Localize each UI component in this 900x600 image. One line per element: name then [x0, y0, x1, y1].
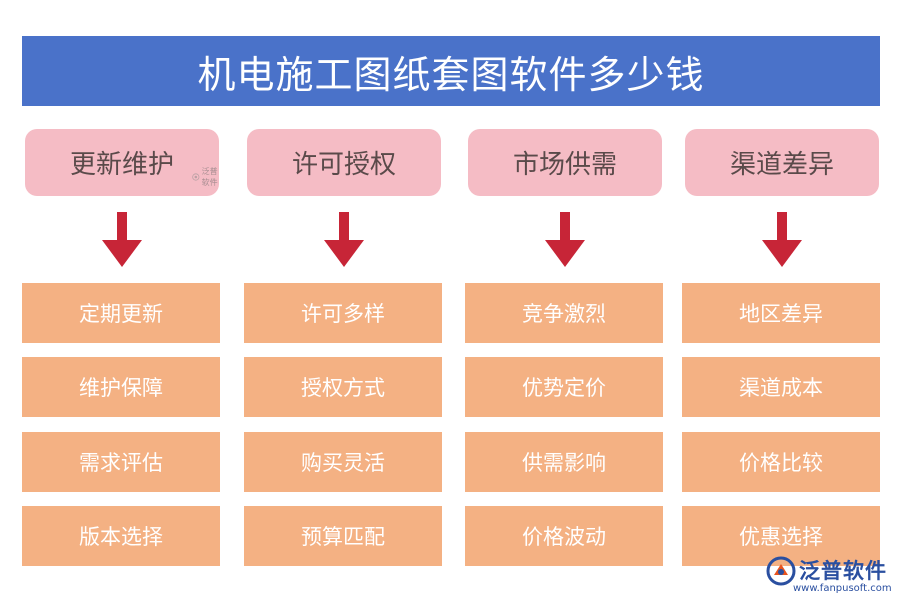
category-box: 许可授权: [247, 129, 441, 196]
item-label: 需求评估: [79, 451, 163, 475]
item-box: 价格波动: [465, 506, 663, 566]
item-box: 版本选择: [22, 506, 220, 566]
item-label: 渠道成本: [739, 376, 823, 400]
watermark-logo-icon: [192, 173, 200, 181]
item-box: 价格比较: [682, 432, 880, 492]
category-label: 更新维护: [69, 150, 174, 180]
column-channel-difference: 渠道差异 地区差异 渠道成本 价格比较 优惠选择: [682, 0, 882, 600]
item-box: 授权方式: [244, 357, 442, 417]
brand-logo: 泛普软件 www.fanpusoft.com: [765, 553, 895, 597]
item-label: 授权方式: [301, 376, 385, 400]
item-label: 竞争激烈: [522, 302, 606, 326]
item-box: 许可多样: [244, 283, 442, 343]
page-title: 机电施工图纸套图软件多少钱: [197, 52, 705, 97]
item-label: 维护保障: [79, 376, 163, 400]
item-label: 定期更新: [79, 302, 163, 326]
item-box: 优惠选择: [682, 506, 880, 566]
item-label: 许可多样: [301, 302, 385, 326]
down-arrow-icon: [324, 212, 364, 267]
item-label: 供需影响: [522, 451, 606, 475]
down-arrow-icon: [762, 212, 802, 267]
item-label: 地区差异: [739, 302, 823, 326]
category-label: 市场供需: [512, 150, 617, 180]
item-label: 预算匹配: [301, 525, 385, 549]
category-box: 更新维护: [25, 129, 219, 196]
item-label: 优势定价: [522, 376, 606, 400]
item-box: 预算匹配: [244, 506, 442, 566]
item-box: 购买灵活: [244, 432, 442, 492]
item-box: 维护保障: [22, 357, 220, 417]
column-market-supply-demand: 市场供需 竞争激烈 优势定价 供需影响 价格波动: [465, 0, 665, 600]
item-box: 定期更新: [22, 283, 220, 343]
item-box: 竞争激烈: [465, 283, 663, 343]
category-box: 市场供需: [468, 129, 662, 196]
item-label: 购买灵活: [301, 451, 385, 475]
item-label: 版本选择: [79, 525, 163, 549]
item-box: 供需影响: [465, 432, 663, 492]
down-arrow-icon: [102, 212, 142, 267]
brand-logo-text: 泛普软件: [799, 559, 887, 583]
column-license-authorization: 许可授权 许可多样 授权方式 购买灵活 预算匹配: [244, 0, 444, 600]
mini-watermark-text: 泛普软件: [201, 167, 218, 187]
item-label: 价格波动: [522, 525, 606, 549]
item-label: 优惠选择: [739, 525, 823, 549]
item-box: 需求评估: [22, 432, 220, 492]
item-box: 优势定价: [465, 357, 663, 417]
item-label: 价格比较: [739, 451, 823, 475]
mini-watermark: 泛普软件: [192, 166, 222, 188]
column-update-maintenance: 更新维护 定期更新 维护保障 需求评估 版本选择 泛普软件: [22, 0, 222, 600]
category-label: 渠道差异: [729, 150, 834, 180]
brand-logo-icon: [766, 556, 796, 586]
category-box: 渠道差异: [685, 129, 879, 196]
item-box: 渠道成本: [682, 357, 880, 417]
down-arrow-icon: [545, 212, 585, 267]
brand-logo-url: www.fanpusoft.com: [793, 583, 892, 594]
category-label: 许可授权: [291, 150, 396, 180]
title-banner: 机电施工图纸套图软件多少钱: [22, 36, 880, 106]
item-box: 地区差异: [682, 283, 880, 343]
